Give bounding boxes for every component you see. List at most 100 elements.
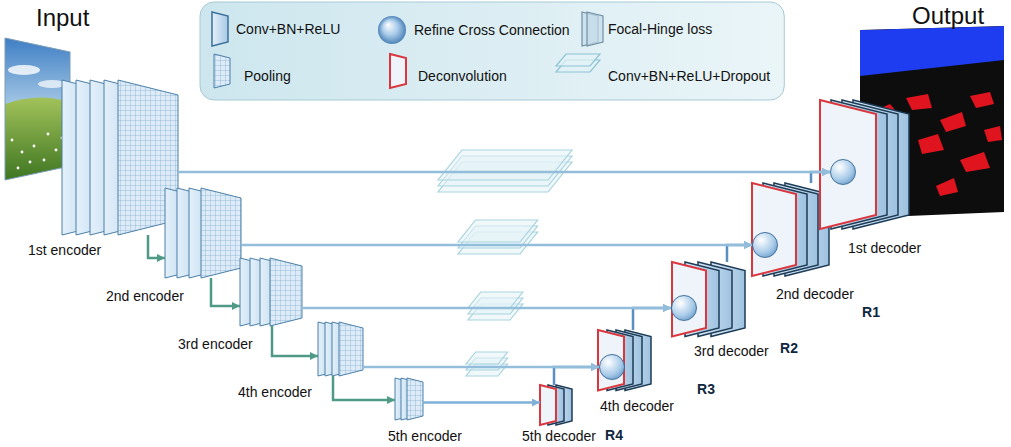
refine-label: R3 xyxy=(697,381,715,397)
flower xyxy=(11,139,14,142)
legend-text: Deconvolution xyxy=(418,68,507,84)
decoder-sheet xyxy=(752,183,796,276)
decoder-stack: R11st decoder xyxy=(820,100,909,229)
connector xyxy=(302,307,671,310)
connector xyxy=(148,235,165,258)
refine-label: R4 xyxy=(605,427,623,443)
connector xyxy=(633,308,671,330)
connector xyxy=(811,172,830,183)
legend-item: Deconvolution xyxy=(418,67,507,85)
io-heading: Output xyxy=(912,2,984,30)
stage-label: 4th encoder xyxy=(238,384,312,400)
conv-icon xyxy=(212,12,228,46)
output-image: Output xyxy=(860,30,1004,218)
refine-circle: R4 xyxy=(599,354,625,380)
input-photo xyxy=(5,38,70,182)
decoder-sheet xyxy=(598,330,624,391)
legend-item: Conv+BN+ReLU xyxy=(236,20,340,38)
encoder-sheet xyxy=(407,378,423,420)
legend-text: Pooling xyxy=(244,68,291,84)
mask-blob xyxy=(906,94,932,110)
connector xyxy=(333,376,395,400)
mask-blob xyxy=(960,152,990,172)
decoder-stack: R22nd decoder xyxy=(752,183,829,276)
refine-circle: R3 xyxy=(671,295,697,321)
dropout-plate xyxy=(468,292,523,308)
decoder-sheet xyxy=(820,100,876,229)
refine-circle: R1 xyxy=(830,159,856,185)
connector xyxy=(211,278,240,306)
encoder-sheet xyxy=(270,258,302,326)
flower xyxy=(29,161,32,164)
pooling-icon xyxy=(214,54,230,88)
mask-blob xyxy=(984,126,1002,142)
legend-item: Refine Cross Connection xyxy=(414,21,570,39)
stage-label: 1st encoder xyxy=(28,242,101,258)
mask-sky xyxy=(860,26,1004,76)
mask-blob xyxy=(970,92,994,108)
dropout-plate xyxy=(458,220,538,242)
input-image: Input xyxy=(5,38,70,180)
loss-icon xyxy=(587,12,603,46)
stage-label: 5th decoder xyxy=(522,428,596,444)
legend-item: Focal-Hinge loss xyxy=(608,20,712,38)
dropout-plate xyxy=(466,352,508,364)
mask-blob xyxy=(940,112,966,132)
mask-blob xyxy=(936,178,958,196)
connector xyxy=(727,245,752,262)
legend-panel xyxy=(200,2,784,100)
refine-icon xyxy=(378,16,406,44)
refine-label: R1 xyxy=(862,304,880,320)
decoder-stack: 5th decoder xyxy=(540,385,572,425)
dropout-plate xyxy=(438,150,572,180)
encoder-sheet xyxy=(339,322,363,376)
legend-text: Conv+BN+ReLU xyxy=(236,21,340,37)
meadow xyxy=(5,97,70,182)
stage-label: 4th decoder xyxy=(600,398,674,414)
stage-label: 3rd encoder xyxy=(178,336,253,352)
flower xyxy=(43,159,46,162)
legend-text: Conv+BN+ReLU+Dropout xyxy=(608,68,770,84)
connector xyxy=(272,326,318,356)
stage-label: 5th encoder xyxy=(388,428,462,444)
mask-blob xyxy=(918,134,944,154)
stage-label: 2nd decoder xyxy=(776,286,854,302)
encoder-stack: 2nd encoder xyxy=(165,188,241,278)
connector xyxy=(554,367,599,385)
encoder-stack: 5th encoder xyxy=(395,378,423,420)
encoder-stack: 3rd encoder xyxy=(240,258,302,326)
photo-frame xyxy=(5,38,70,180)
stage-label: 2nd encoder xyxy=(106,288,184,304)
decoder-stack: R44th decoder xyxy=(598,330,651,391)
connector xyxy=(423,401,540,404)
connector xyxy=(178,171,830,174)
encoder-stack: 1st encoder xyxy=(62,80,178,235)
stage-label: 1st decoder xyxy=(848,240,921,256)
flower xyxy=(47,133,50,136)
legend-item: Pooling xyxy=(244,67,291,85)
io-heading: Input xyxy=(36,4,89,32)
refine-label: R2 xyxy=(780,340,798,356)
decoder-sheet xyxy=(672,262,706,337)
dropout-icon xyxy=(556,54,600,66)
flower xyxy=(21,151,24,154)
connector xyxy=(363,366,599,369)
deconv-icon xyxy=(390,54,406,88)
decoder-sheet xyxy=(540,385,556,425)
cloud xyxy=(8,65,40,75)
decoder-stack: R33rd decoder xyxy=(672,262,745,337)
flower xyxy=(17,167,20,170)
legend-text: Refine Cross Connection xyxy=(414,22,570,38)
refine-circle: R2 xyxy=(752,232,778,258)
legend-text: Focal-Hinge loss xyxy=(608,21,712,37)
flower xyxy=(33,145,36,148)
connector xyxy=(241,244,752,247)
legend-item: Conv+BN+ReLU+Dropout xyxy=(608,67,770,85)
stage-label: 3rd decoder xyxy=(694,343,769,359)
encoder-stack: 4th encoder xyxy=(318,322,363,376)
encoder-sheet xyxy=(201,188,241,278)
flower xyxy=(55,149,58,152)
